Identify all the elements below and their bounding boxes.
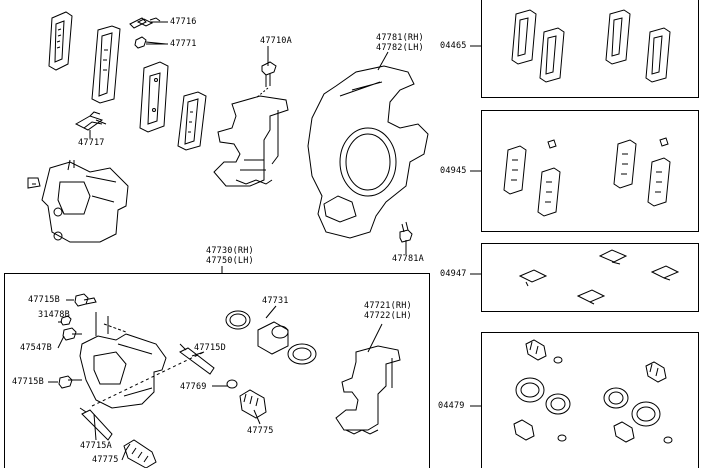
caliper-body-upper xyxy=(41,159,129,243)
brake-pad-outer-1 xyxy=(48,11,73,71)
label-47771: 47771 xyxy=(170,39,197,49)
pad-shim-47716 xyxy=(129,17,161,29)
label-47715A: 47715A xyxy=(80,441,112,451)
label-47715D: 47715D xyxy=(194,343,226,353)
label-04945: 04945 xyxy=(440,166,467,176)
caliper-assembly-frame xyxy=(4,273,430,468)
slide-pin-47715D xyxy=(179,343,215,375)
label-47547B: 47547B xyxy=(20,343,52,353)
brake-pad-outer-2 xyxy=(91,25,121,104)
kit-04947-clips xyxy=(518,249,680,305)
bushing-47769 xyxy=(226,379,238,389)
bleeder-cap-upper xyxy=(27,177,41,189)
label-47775-bottom: 47775 xyxy=(92,455,119,465)
pad-kit-frame-04465 xyxy=(481,0,699,98)
caliper-bracket-47721 xyxy=(335,345,401,435)
kit-04945-shims xyxy=(503,137,671,217)
piston-seal-47731 xyxy=(225,310,251,330)
disc-brake-dust-cover xyxy=(307,65,429,239)
caliper-cylinder xyxy=(79,312,167,409)
label-47731: 47731 xyxy=(262,296,289,306)
brake-pad-inner-2 xyxy=(177,91,207,151)
label-47781A: 47781A xyxy=(392,254,424,264)
piston xyxy=(257,321,289,355)
label-04947: 04947 xyxy=(440,269,467,279)
label-47750-lh: 47750(LH) xyxy=(206,256,254,266)
label-47715B-bottom: 47715B xyxy=(12,377,44,387)
bleeder-plug-47547B xyxy=(62,327,82,341)
leader-lines xyxy=(48,21,482,461)
bolt-47781A xyxy=(399,221,413,243)
pin-boot-47775-bottom xyxy=(123,439,157,468)
kit-04465-pads xyxy=(511,9,671,83)
label-47717: 47717 xyxy=(78,138,105,148)
bolt-47710A xyxy=(255,61,277,99)
label-47781-rh: 47781(RH) xyxy=(376,33,424,43)
cylinder-boot xyxy=(287,343,317,365)
brake-pad-inner-1 xyxy=(139,61,169,133)
caliper-mounting-bracket xyxy=(213,95,289,187)
label-47722-lh: 47722(LH) xyxy=(364,311,412,321)
seal-kit-frame-04479 xyxy=(481,332,699,468)
kit-04479-seals xyxy=(513,339,673,444)
label-47730-rh: 47730(RH) xyxy=(206,246,254,256)
label-47716: 47716 xyxy=(170,17,197,27)
pad-clip-47771 xyxy=(134,36,167,49)
clip-kit-frame-04947 xyxy=(481,243,699,312)
label-47721-rh: 47721(RH) xyxy=(364,301,412,311)
pin-boot-47775-mid xyxy=(239,389,267,419)
bolt-47715B-bottom xyxy=(58,375,82,389)
label-04465: 04465 xyxy=(440,41,467,51)
label-31478B: 31478B xyxy=(38,310,70,320)
slide-pin-47715A xyxy=(79,407,113,441)
label-04479: 04479 xyxy=(438,401,465,411)
label-47710A: 47710A xyxy=(260,36,292,46)
bolt-47715B-top xyxy=(74,293,97,307)
dashed-assembly-line xyxy=(91,351,205,407)
label-47782-lh: 47782(LH) xyxy=(376,43,424,53)
anti-rattle-shim-47717 xyxy=(74,111,107,131)
label-47715B-top: 47715B xyxy=(28,295,60,305)
label-47775-mid: 47775 xyxy=(247,426,274,436)
label-47769: 47769 xyxy=(180,382,207,392)
